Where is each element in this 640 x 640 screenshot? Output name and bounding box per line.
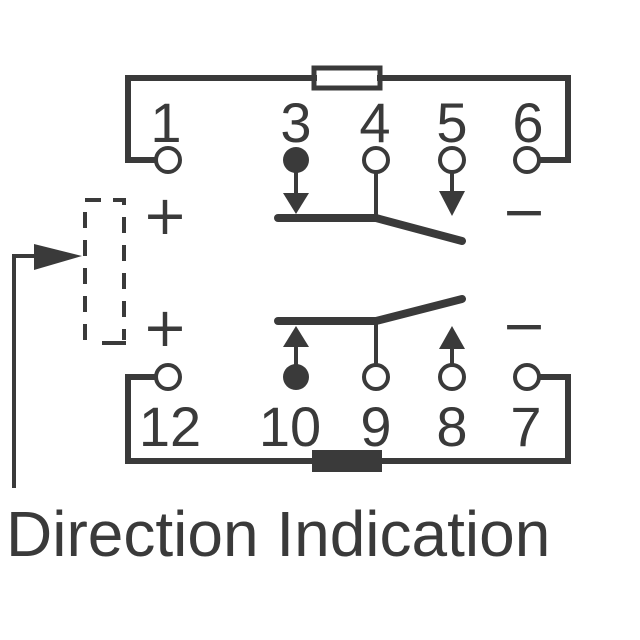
- top-terminals: [154, 146, 541, 174]
- terminal-5-arrow-down: [439, 191, 465, 216]
- bottom-coil-circuit: [125, 374, 571, 472]
- minus-sign-top: −: [501, 180, 546, 243]
- direction-arrow-line: [12, 254, 40, 488]
- bottom-coil-left-wire: [125, 374, 315, 464]
- top-coil-circuit: [125, 65, 571, 163]
- pin-label-1: 1: [150, 91, 181, 154]
- terminal-10-dot: [283, 364, 309, 390]
- terminal-3-dot: [283, 147, 309, 173]
- top-pin-labels: 1 3 4 5 6: [150, 91, 543, 154]
- polarity-signs: + − + −: [142, 180, 546, 359]
- top-switch-arm: [372, 214, 466, 245]
- direction-indicator: [12, 198, 126, 488]
- pin-label-9: 9: [360, 395, 391, 458]
- direction-arrow-head: [34, 244, 82, 270]
- bottom-coil-right-wire: [379, 374, 571, 464]
- top-contacts: [274, 170, 466, 245]
- top-coil-right-wire: [377, 75, 571, 163]
- bottom-terminals: [154, 363, 541, 391]
- terminal-1-ring: [154, 146, 182, 174]
- pin-label-10: 10: [259, 395, 321, 458]
- top-coil-resistor: [311, 65, 383, 91]
- bottom-pin-labels: 12 10 9 8 7: [139, 395, 542, 458]
- diagram-caption: Direction Indication: [6, 498, 550, 570]
- pin-label-7: 7: [510, 395, 541, 458]
- terminal-8-ring: [438, 363, 466, 391]
- bottom-switch-arm: [372, 295, 466, 325]
- pin-label-12: 12: [139, 395, 201, 458]
- pin-label-3: 3: [280, 91, 311, 154]
- pin-label-6: 6: [512, 91, 543, 154]
- terminal-10-arrow-up: [283, 326, 309, 347]
- terminal-8-arrow-up: [439, 326, 465, 349]
- bottom-contacts: [274, 295, 466, 366]
- terminal-9-ring: [362, 363, 390, 391]
- indicator-dashed-box: [83, 198, 126, 340]
- terminal-3-arrow-down: [283, 193, 309, 214]
- terminal-6-ring: [513, 146, 541, 174]
- terminal-7-ring: [513, 363, 541, 391]
- pin-label-8: 8: [436, 395, 467, 458]
- pin-label-5: 5: [436, 91, 467, 154]
- plus-sign-top: +: [142, 184, 187, 247]
- plus-sign-bottom: +: [142, 296, 187, 359]
- pin-label-4: 4: [359, 91, 390, 154]
- top-coil-left-wire: [125, 75, 317, 163]
- bottom-coil-block: [312, 450, 382, 472]
- minus-sign-bottom: −: [501, 294, 546, 357]
- terminal-12-ring: [154, 363, 182, 391]
